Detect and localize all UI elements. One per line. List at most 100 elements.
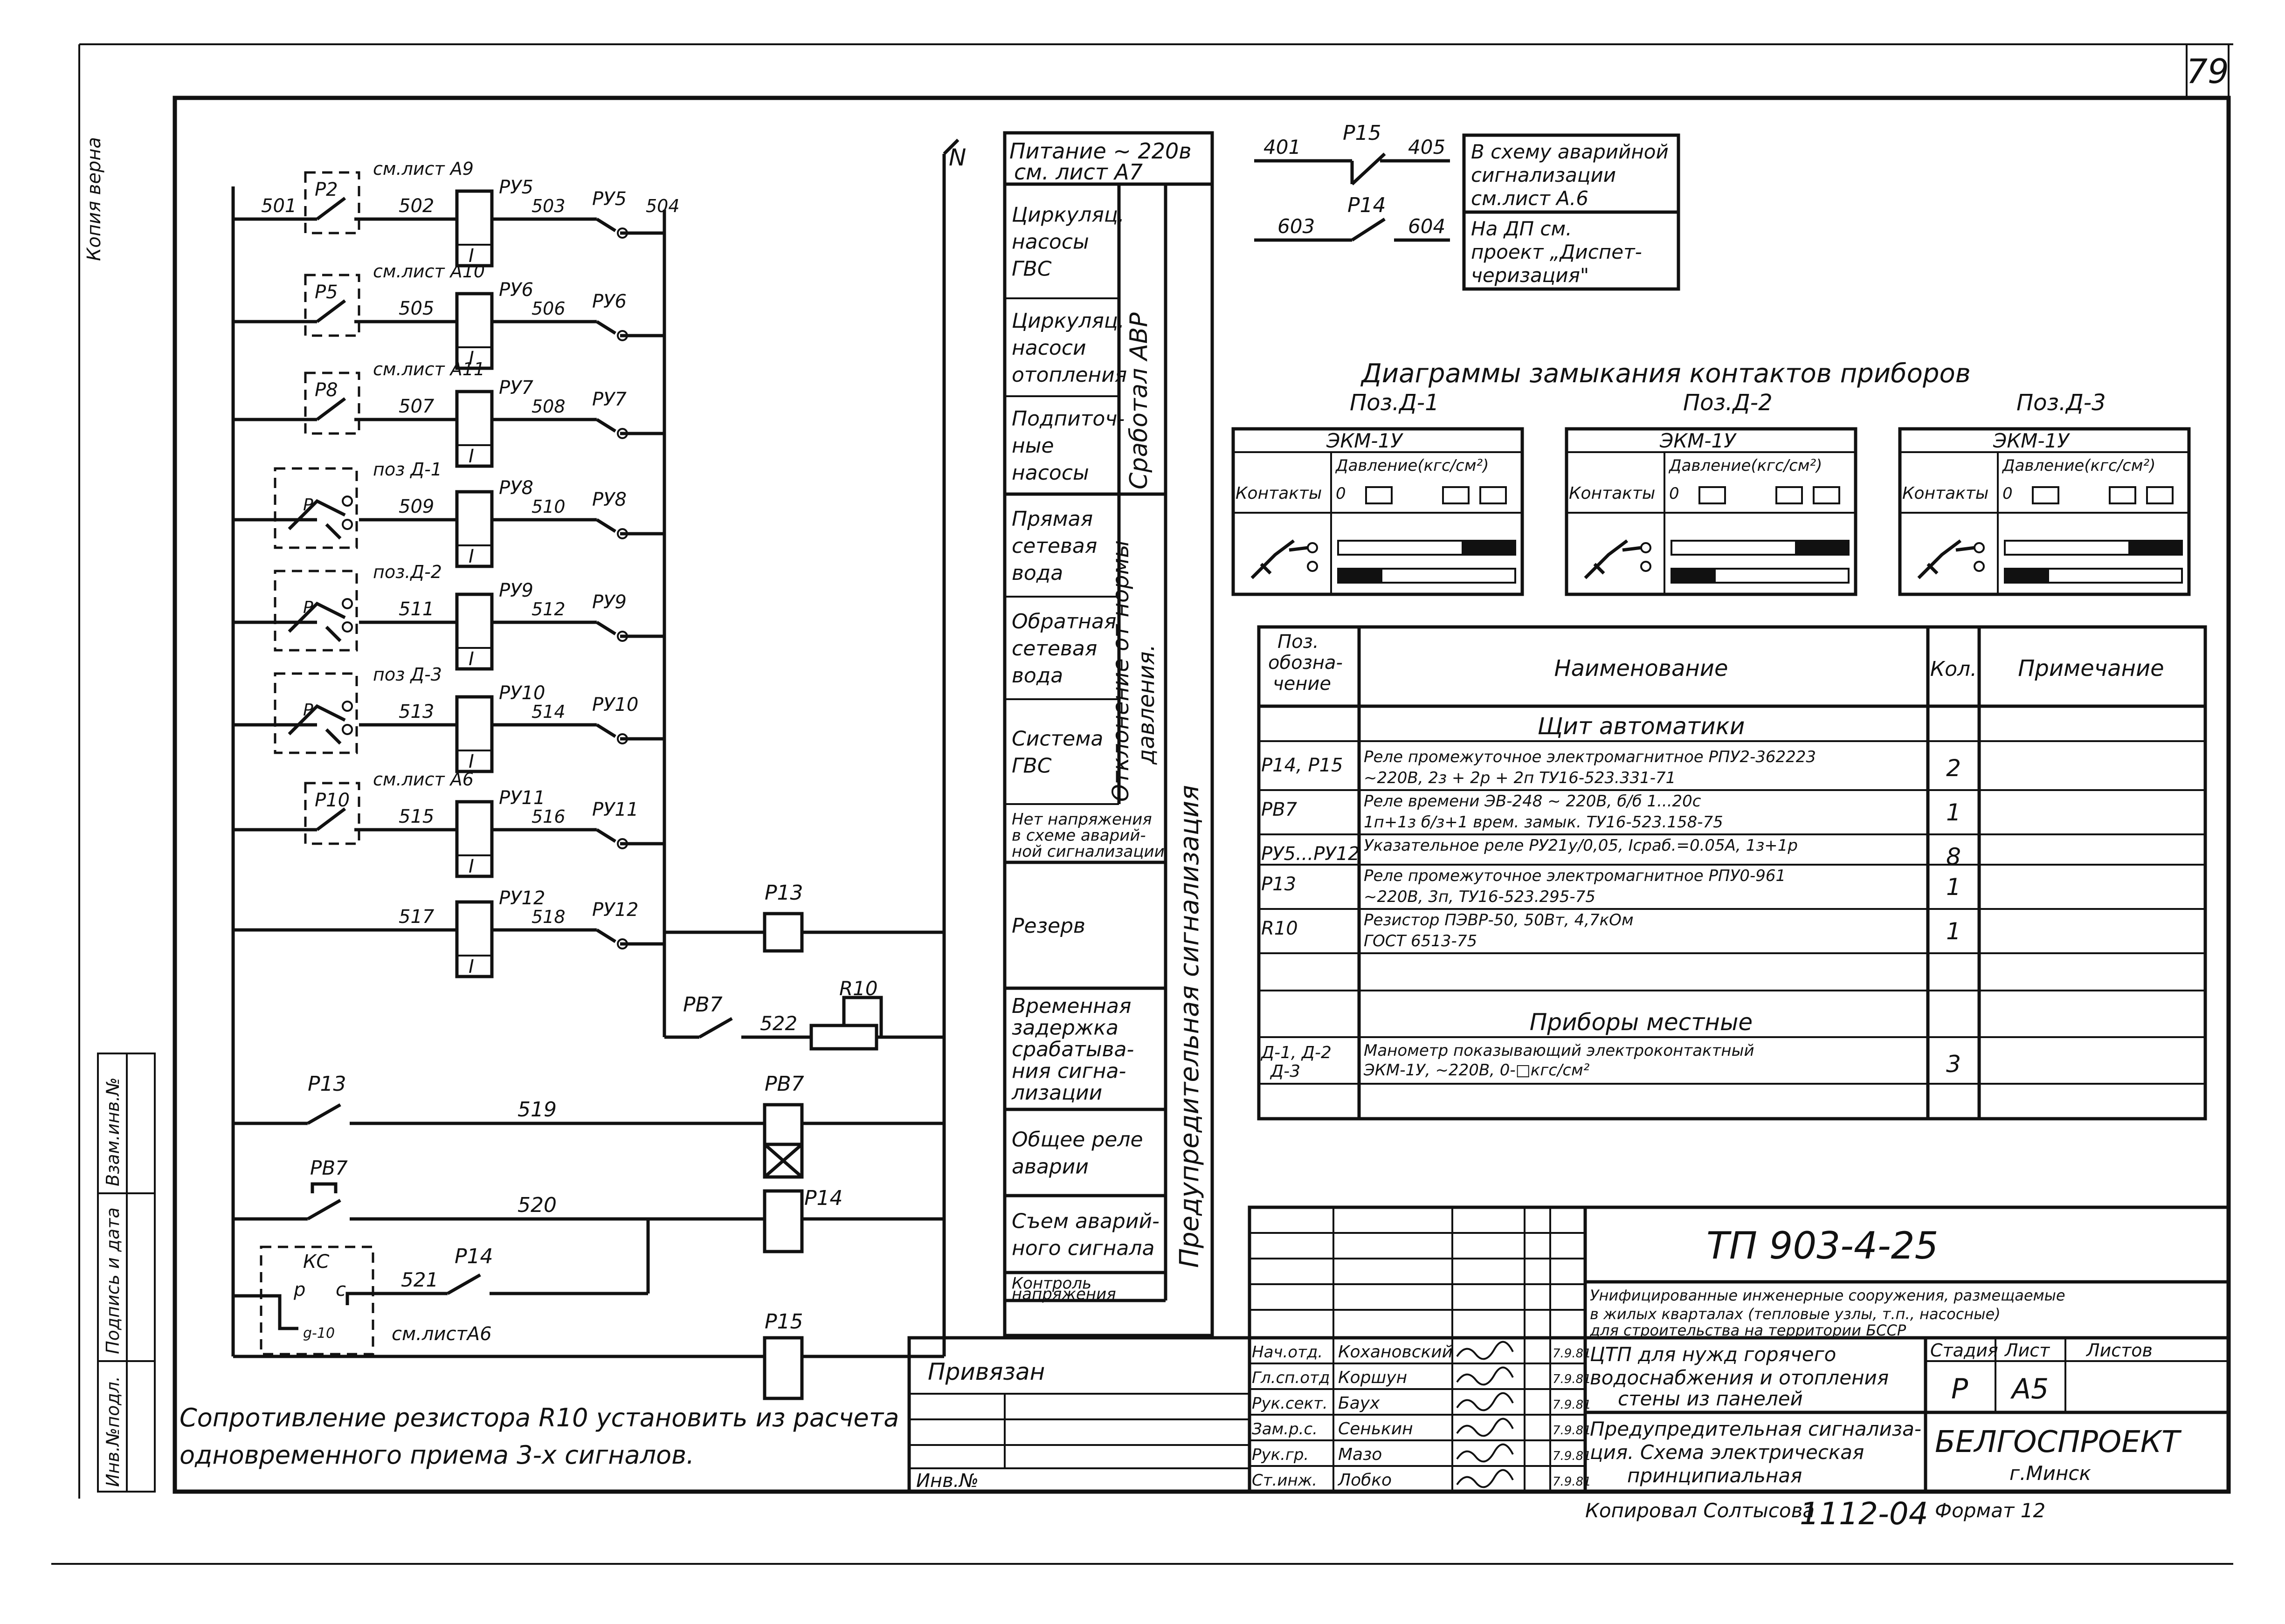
wire-522: 522: [760, 1012, 797, 1035]
closed-zone-upper: [2128, 541, 2182, 555]
function-label: Съем аварий-: [1012, 1210, 1160, 1233]
row-wire-out: 503: [532, 196, 566, 216]
diagram-zero: 0: [2002, 484, 2013, 503]
contact-p13-label: P13: [308, 1072, 346, 1096]
group-pressure-1: Отклонение от нормы: [1108, 540, 1134, 802]
sig-role: Нач.отд.: [1252, 1343, 1323, 1362]
function-label: Временная: [1012, 994, 1131, 1018]
function-label: сетевая: [1012, 637, 1097, 661]
row-wire-mid: 509: [399, 496, 434, 517]
row-sheet-ref: см.лист А10: [373, 261, 485, 282]
sig-date: 7.9.81: [1553, 1347, 1591, 1361]
stamp-replace: Взам.инв.№: [103, 1077, 123, 1186]
row-sheet-ref: см.лист А6: [373, 769, 474, 790]
function-label: вода: [1012, 664, 1063, 688]
coil-mark: I: [469, 348, 474, 369]
indicator-relay-coil: [455, 592, 494, 671]
row-relay-label: РУ10: [499, 682, 545, 704]
function-label: Обратная: [1012, 610, 1117, 633]
diagram-device: ЭКМ-1У: [1326, 429, 1403, 452]
row-wire-out: 516: [532, 806, 566, 827]
coil-mark: I: [469, 648, 474, 670]
sig-role: Ст.инж.: [1252, 1471, 1317, 1490]
spec-pos: Д-3: [1270, 1062, 1300, 1081]
resistor-r10-label: R10: [839, 977, 878, 1000]
function-label: ного сигнала: [1012, 1237, 1154, 1260]
diagram-device: ЭКМ-1У: [1659, 429, 1737, 452]
functions-header-2: см. лист А7: [1014, 159, 1143, 185]
diagram-frame: [1565, 427, 1857, 596]
sheet-title-l3: принципиальная: [1627, 1464, 1802, 1487]
sig-role: Рук.сект.: [1252, 1394, 1328, 1413]
sheets-header: Листов: [2085, 1340, 2153, 1361]
note-box-2: [1462, 210, 1680, 291]
contact-diagrams: Поз.Д-1ЭКМ-1УКонтактыДавление(кгс/см²)0П…: [1231, 390, 2191, 596]
coil-mark: I: [469, 956, 474, 977]
diagram-col-contacts: Контакты: [1236, 484, 1322, 503]
function-label: ГВС: [1012, 257, 1052, 281]
row-contact-out: РУ5: [592, 188, 627, 210]
order-number: 1112-04: [1800, 1496, 1928, 1532]
row-relay-label: РУ7: [499, 377, 533, 399]
sheet-value: А5: [2010, 1373, 2049, 1405]
diagram-col-pressure: Давление(кгс/см²): [1668, 456, 1822, 475]
spec-h-pos-2: обозна-: [1268, 652, 1343, 674]
spec-pos: РВ7: [1261, 799, 1298, 820]
sig-name: Коршун: [1338, 1368, 1407, 1387]
relay-p14-coil: [763, 1189, 804, 1253]
group-pressure-2: давления.: [1133, 644, 1160, 765]
diagram-col-contacts: Контакты: [1902, 484, 1988, 503]
function-label: насосы: [1012, 230, 1089, 254]
stamp-sign-date: Подпись и дата: [103, 1207, 123, 1354]
sig-date: 7.9.81: [1553, 1449, 1591, 1463]
function-label: Резерв: [1012, 914, 1085, 938]
diagram-col-contacts: Контакты: [1569, 484, 1655, 503]
spec-name: Резистор ПЭВР-50, 50Вт, 4,7кОм: [1364, 911, 1634, 929]
spec-pos: R10: [1261, 918, 1298, 939]
contact-pb7-nc-label: РВ7: [310, 1156, 348, 1179]
row-wire-out: 514: [532, 702, 566, 722]
row-relay-label: РУ11: [499, 787, 545, 809]
stamp-inv: Инв.№подл.: [103, 1376, 123, 1487]
spec-name: ~220В, 2з + 2р + 2п ТУ16-523.331-71: [1364, 769, 1676, 787]
indicator-relay-coil: [455, 800, 494, 878]
row-contact-out: РУ10: [592, 694, 638, 716]
spec-h-note: Примечание: [2018, 655, 2164, 681]
spec-name: Указательное реле РУ21у/0,05, Iсраб.=0.0…: [1364, 836, 1798, 855]
spec-name: Реле промежуточное электромагнитное РПУ2…: [1364, 748, 1816, 766]
sig-date: 7.9.81: [1553, 1372, 1591, 1386]
diagram-zero: 0: [1336, 484, 1346, 503]
relay-p13-coil: [763, 912, 804, 953]
row-wire-out: 518: [532, 907, 566, 927]
function-label: ГВС: [1012, 754, 1052, 778]
row-wire-mid: 502: [399, 195, 434, 217]
project-l2: в жилых кварталах (тепловые узлы, т.п., …: [1590, 1305, 2001, 1323]
diagram-col-pressure: Давление(кгс/см²): [2002, 456, 2155, 475]
row-contact-out: РУ6: [592, 291, 627, 312]
function-label: вода: [1012, 561, 1063, 585]
kc-p: р: [293, 1279, 305, 1301]
spec-section-2: Приборы местные: [1530, 1009, 1753, 1036]
function-label: ния сигна-: [1012, 1059, 1126, 1083]
spec-pos: P13: [1261, 874, 1296, 895]
copied-by: Копировал Солтысова: [1585, 1499, 1815, 1522]
row-relay-label: РУ6: [499, 279, 533, 301]
indicator-relay-coil: [455, 900, 494, 978]
spec-section-1: Щит автоматики: [1538, 713, 1745, 740]
function-label: задержка: [1012, 1016, 1118, 1040]
coil-mark: I: [469, 245, 474, 267]
privyazan: Привязан: [928, 1358, 1045, 1385]
